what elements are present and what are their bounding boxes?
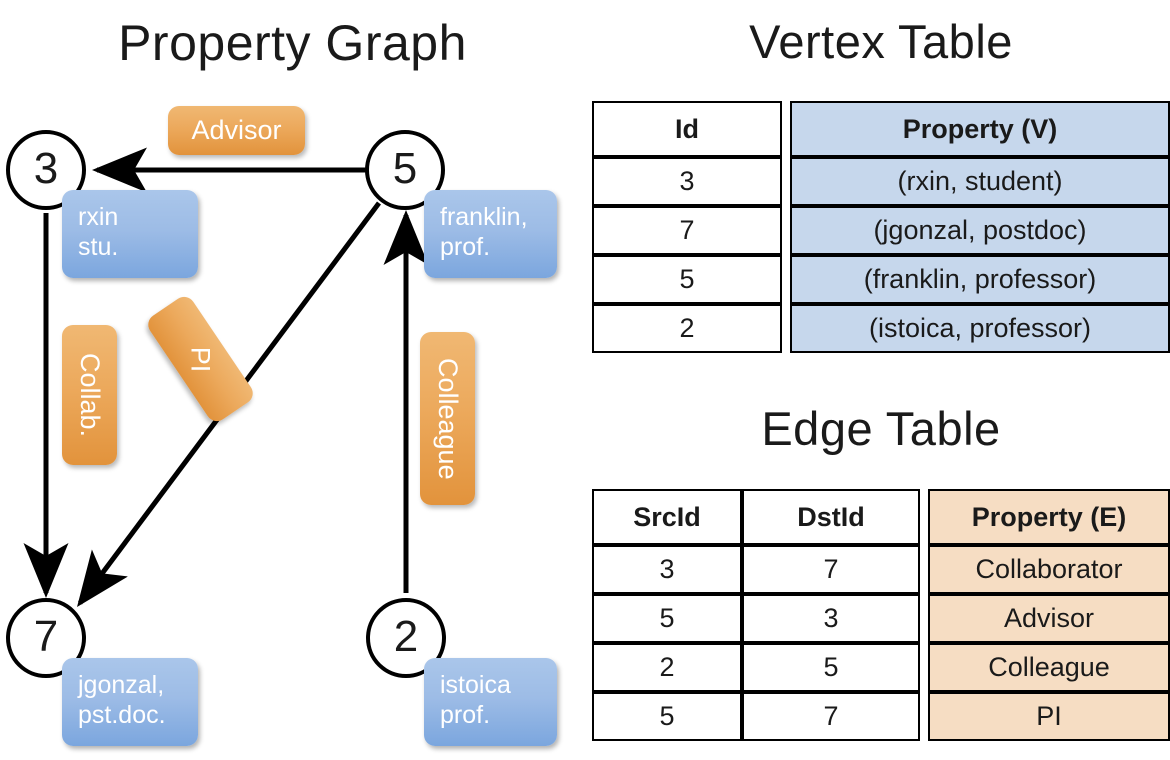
edge-table-header-srcid: SrcId [592, 489, 742, 545]
vertex-row-0-property: (rxin, student) [790, 157, 1170, 206]
table-row: 3 (rxin, student) [592, 157, 1170, 206]
table-row: 7 (jgonzal, postdoc) [592, 206, 1170, 255]
graph-node-5-label: 5 [392, 144, 418, 193]
edge-row-2-dstid: 5 [742, 643, 920, 692]
edge-row-3-dstid: 7 [742, 692, 920, 741]
table-row: 2 (istoica, professor) [592, 304, 1170, 353]
edge-row-1-srcid: 5 [592, 594, 742, 643]
vertex-table-header-row: Id Property (V) [592, 101, 1170, 157]
edge-row-3-srcid: 5 [592, 692, 742, 741]
edge-row-1-dstid: 3 [742, 594, 920, 643]
node-property-callout-2: istoica prof. [424, 658, 557, 746]
edge-table-header-property: Property (E) [928, 489, 1170, 545]
page-title-property-graph: Property Graph [118, 15, 467, 71]
node-property-5-line1: franklin, [440, 203, 528, 231]
table-row: 3 7 Collaborator [592, 545, 1170, 594]
vertex-table-column-gap [782, 101, 790, 157]
vertex-row-0-gap [782, 157, 790, 206]
edge-table-column-gap [920, 489, 928, 545]
vertex-table-header-id: Id [592, 101, 782, 157]
vertex-row-3-gap [782, 304, 790, 353]
edge-label-pi-text: PI [185, 346, 216, 372]
node-property-callout-3: rxin stu. [62, 190, 198, 278]
property-graph-diagram: 3 5 7 2 rxin stu. franklin, prof. jgonza… [0, 85, 585, 760]
edge-label-advisor-text: Advisor [191, 115, 282, 145]
table-row: 2 5 Colleague [592, 643, 1170, 692]
vertex-row-3-property: (istoica, professor) [790, 304, 1170, 353]
node-property-5-line2: prof. [440, 233, 491, 261]
vertex-row-3-id: 2 [592, 304, 782, 353]
edge-row-0-gap [920, 545, 928, 594]
vertex-row-0-id: 3 [592, 157, 782, 206]
node-property-callout-7: jgonzal, pst.doc. [62, 658, 198, 746]
table-row: 5 7 PI [592, 692, 1170, 741]
edge-row-2-srcid: 2 [592, 643, 742, 692]
edge-label-collab: Collab. [62, 325, 117, 465]
edge-label-advisor: Advisor [168, 106, 305, 155]
edge-label-colleague: Colleague [420, 332, 475, 505]
vertex-row-1-gap [782, 206, 790, 255]
graph-node-2-label: 2 [393, 612, 419, 661]
vertex-row-2-id: 5 [592, 255, 782, 304]
graph-node-3[interactable]: 3 [6, 130, 86, 210]
edge-row-1-property: Advisor [928, 594, 1170, 643]
table-row: 5 3 Advisor [592, 594, 1170, 643]
vertex-table: Id Property (V) 3 (rxin, student) 7 (jgo… [592, 101, 1170, 353]
vertex-row-1-property: (jgonzal, postdoc) [790, 206, 1170, 255]
node-property-7-line2: pst.doc. [78, 701, 166, 729]
edge-row-2-gap [920, 643, 928, 692]
edge-table-header-row: SrcId DstId Property (E) [592, 489, 1170, 545]
graph-node-7-label: 7 [33, 612, 59, 661]
node-property-2-line1: istoica [440, 671, 511, 699]
edge-row-3-property: PI [928, 692, 1170, 741]
edge-table-header-dstid: DstId [742, 489, 920, 545]
node-property-3-line1: rxin [78, 203, 119, 231]
edge-label-colleague-text: Colleague [433, 357, 463, 480]
edge-row-2-property: Colleague [928, 643, 1170, 692]
graph-node-5[interactable]: 5 [365, 130, 445, 210]
page-title-edge-table: Edge Table [761, 402, 1001, 455]
vertex-row-2-property: (franklin, professor) [790, 255, 1170, 304]
edge-row-1-gap [920, 594, 928, 643]
edge-label-collab-text: Collab. [75, 352, 105, 438]
edge-row-0-srcid: 3 [592, 545, 742, 594]
table-row: 5 (franklin, professor) [592, 255, 1170, 304]
graph-node-3-label: 3 [33, 144, 59, 193]
node-property-3-line2: stu. [78, 233, 119, 261]
edge-row-3-gap [920, 692, 928, 741]
vertex-table-header-property: Property (V) [790, 101, 1170, 157]
vertex-row-1-id: 7 [592, 206, 782, 255]
node-property-2-line2: prof. [440, 701, 491, 729]
node-property-callout-5: franklin, prof. [424, 190, 557, 278]
edge-table: SrcId DstId Property (E) 3 7 Collaborato… [592, 489, 1170, 741]
edge-row-0-property: Collaborator [928, 545, 1170, 594]
page-title-vertex-table: Vertex Table [749, 15, 1013, 68]
node-property-7-line1: jgonzal, [78, 671, 165, 699]
vertex-row-2-gap [782, 255, 790, 304]
edge-row-0-dstid: 7 [742, 545, 920, 594]
